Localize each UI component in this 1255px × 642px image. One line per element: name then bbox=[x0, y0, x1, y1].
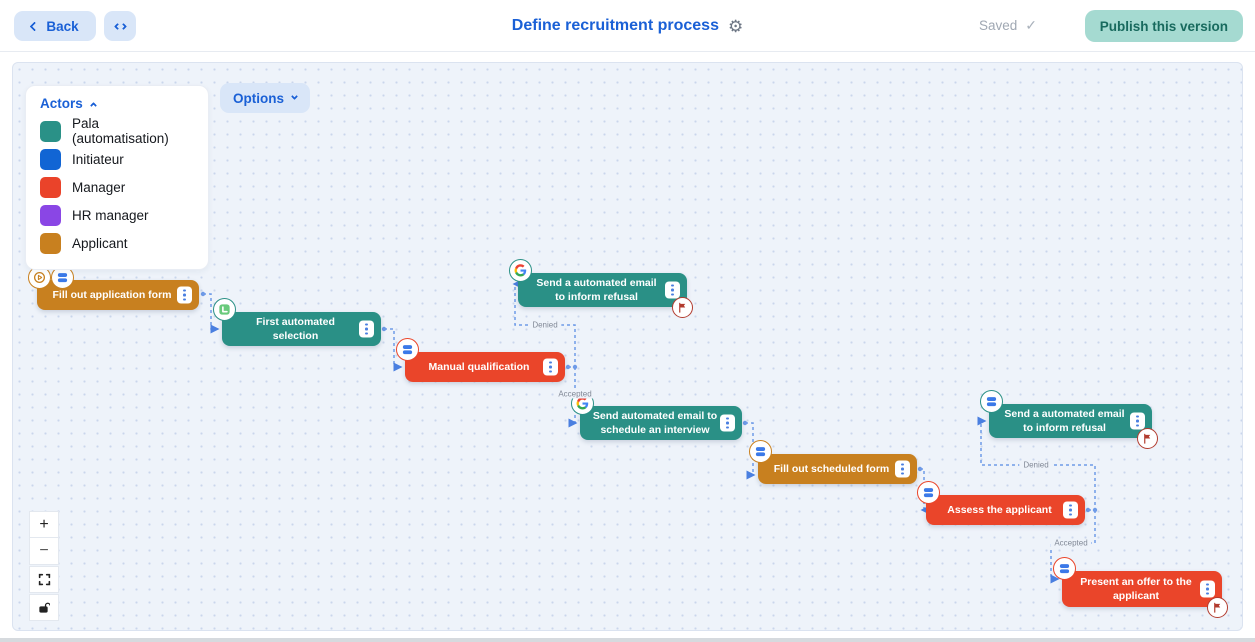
fullscreen-icon bbox=[38, 573, 50, 586]
actor-legend-row: HR manager bbox=[40, 201, 194, 229]
form-icon bbox=[749, 440, 772, 463]
edge-label-denied: Denied bbox=[1019, 460, 1053, 470]
chevron-up-icon bbox=[89, 101, 97, 109]
google-icon bbox=[509, 259, 532, 282]
actors-panel-toggle[interactable]: Actors bbox=[40, 96, 194, 111]
workflow-node-schedule-interview-email[interactable]: Send automated email to schedule an inte… bbox=[571, 392, 742, 440]
actor-label: Pala (automatisation) bbox=[72, 116, 169, 146]
actor-label: Manager bbox=[72, 179, 126, 195]
form-icon bbox=[1053, 557, 1076, 580]
node-label: Present an offer to the applicant bbox=[1080, 575, 1192, 602]
actors-panel-title: Actors bbox=[40, 96, 83, 111]
actors-list: Pala (automatisation) Initiateur Manager… bbox=[40, 116, 194, 257]
node-menu-button[interactable] bbox=[1130, 412, 1145, 430]
workflow-node-present-offer[interactable]: Present an offer to the applicant bbox=[1053, 557, 1228, 618]
actor-color-swatch bbox=[40, 148, 61, 170]
minus-icon: − bbox=[39, 542, 49, 559]
form-icon bbox=[396, 338, 419, 361]
workflow-node-fill-scheduled-form[interactable]: Fill out scheduled form bbox=[749, 440, 917, 484]
node-label: Assess the applicant bbox=[947, 503, 1052, 516]
node-label: Manual qualification bbox=[428, 360, 530, 373]
edge-label-denied: Denied bbox=[528, 320, 562, 330]
saved-label: Saved bbox=[978, 18, 1018, 33]
publish-button[interactable]: Publish this version bbox=[1084, 10, 1243, 42]
edge-label-accepted: Accepted bbox=[554, 389, 596, 399]
node-menu-button[interactable] bbox=[543, 358, 558, 376]
checkmark-icon: ✓ bbox=[1025, 17, 1037, 33]
back-button-label: Back bbox=[46, 18, 79, 34]
actor-label: Initiateur bbox=[72, 151, 124, 167]
node-menu-button[interactable] bbox=[1200, 580, 1215, 598]
page-title: Define recruitment process bbox=[511, 17, 719, 34]
actor-color-swatch bbox=[40, 176, 61, 198]
settings-gear-icon[interactable]: ⚙ bbox=[727, 16, 744, 36]
form-icon bbox=[51, 266, 74, 289]
workflow-node-assess-the-applicant[interactable]: Assess the applicant bbox=[917, 481, 1085, 525]
zoom-out-button[interactable]: − bbox=[29, 538, 59, 565]
flag-icon bbox=[672, 297, 693, 318]
workflow-node-first-automated-selection[interactable]: First automated selection bbox=[213, 298, 381, 346]
options-button[interactable]: Options bbox=[220, 83, 310, 113]
actor-legend-row: Applicant bbox=[40, 229, 194, 257]
zoom-in-button[interactable]: + bbox=[29, 511, 59, 538]
app-l-icon bbox=[213, 298, 236, 321]
node-menu-button[interactable] bbox=[895, 460, 910, 478]
edge-label-accepted: Accepted bbox=[1050, 538, 1092, 548]
actor-legend-row: Pala (automatisation) bbox=[40, 116, 194, 146]
actors-panel: Actors Pala (automatisation) Initiateur … bbox=[25, 85, 209, 270]
flag-icon bbox=[1137, 428, 1158, 449]
zoom-controls: + − bbox=[29, 511, 59, 621]
node-label: Send a automated email to inform refusal bbox=[536, 276, 657, 303]
actor-label: Applicant bbox=[72, 235, 128, 251]
actor-color-swatch bbox=[40, 204, 61, 226]
node-menu-button[interactable] bbox=[1063, 501, 1078, 519]
node-menu-button[interactable] bbox=[177, 286, 192, 304]
actor-label: HR manager bbox=[72, 207, 149, 223]
plus-icon: + bbox=[39, 515, 49, 533]
save-status: Saved ✓ bbox=[979, 17, 1037, 34]
node-label: Fill out scheduled form bbox=[773, 462, 890, 475]
flag-icon bbox=[1207, 597, 1228, 618]
actor-legend-row: Initiateur bbox=[40, 145, 194, 173]
actor-color-swatch bbox=[40, 120, 61, 142]
lock-button[interactable] bbox=[29, 594, 59, 621]
node-menu-button[interactable] bbox=[359, 320, 374, 338]
node-label: First automated selection bbox=[256, 315, 335, 342]
node-label: Send a automated email to inform refusal bbox=[1004, 407, 1125, 434]
code-icon bbox=[119, 22, 127, 30]
actor-legend-row: Manager bbox=[40, 173, 194, 201]
form-icon bbox=[980, 390, 1003, 413]
workflow-node-fill-application-form[interactable]: Fill out application form bbox=[28, 266, 199, 310]
lock-icon bbox=[39, 602, 50, 613]
options-button-label: Options bbox=[233, 90, 284, 106]
node-menu-button[interactable] bbox=[720, 414, 735, 432]
chevron-left-icon bbox=[29, 21, 40, 31]
node-label: Send automated email to schedule an inte… bbox=[592, 409, 718, 436]
node-label: Fill out application form bbox=[52, 288, 172, 301]
form-icon bbox=[917, 481, 940, 504]
workflow-node-manual-qualification[interactable]: Manual qualification bbox=[396, 338, 565, 382]
chevron-down-icon bbox=[290, 92, 299, 101]
workflow-node-refusal-email-top[interactable]: Send a automated email to inform refusal bbox=[509, 259, 693, 318]
top-bar: Back Define recruitment process ⚙ Saved … bbox=[0, 0, 1255, 52]
fit-view-button[interactable] bbox=[29, 566, 59, 593]
node-menu-button[interactable] bbox=[665, 281, 680, 299]
actor-color-swatch bbox=[40, 232, 61, 254]
play-icon bbox=[28, 266, 51, 289]
workflow-node-refusal-email-right[interactable]: Send a automated email to inform refusal bbox=[980, 390, 1158, 449]
workflow-canvas[interactable]: Actors Pala (automatisation) Initiateur … bbox=[12, 62, 1243, 631]
bottom-scrollbar[interactable] bbox=[0, 638, 1255, 642]
code-view-button[interactable] bbox=[104, 11, 136, 41]
back-button[interactable]: Back bbox=[14, 11, 96, 41]
